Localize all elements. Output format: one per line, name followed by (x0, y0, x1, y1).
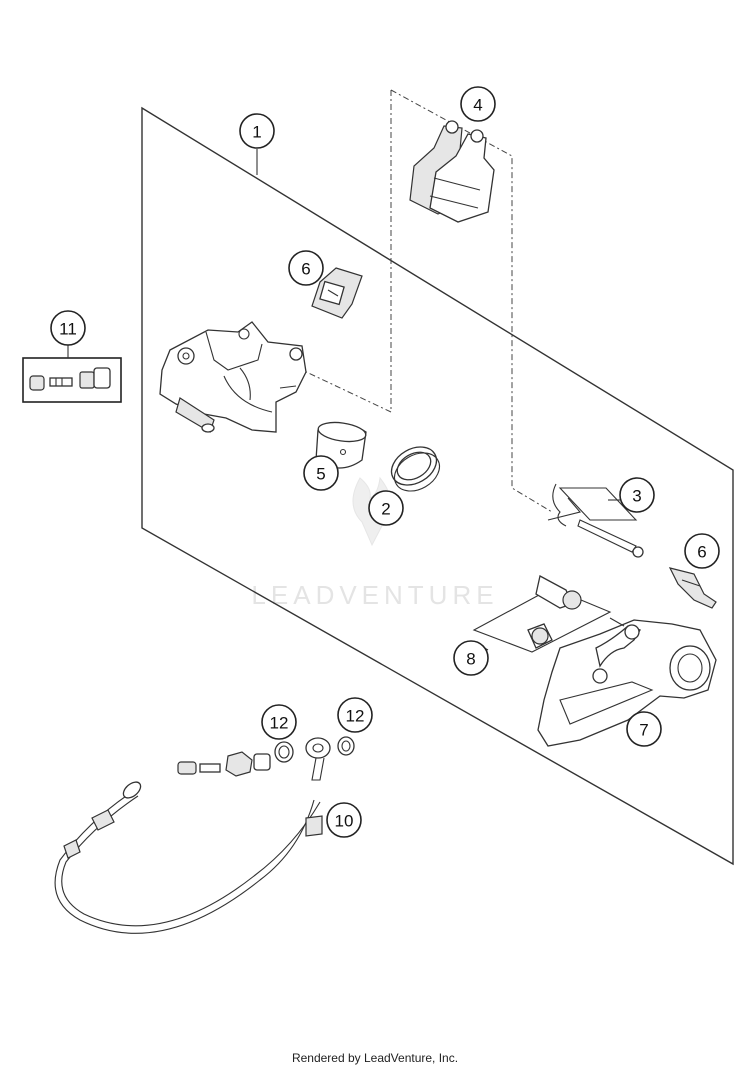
brake-caliper (159, 321, 307, 433)
guide-pins (472, 575, 612, 653)
svg-text:12: 12 (270, 714, 289, 733)
svg-text:1: 1 (252, 123, 261, 142)
svg-text:5: 5 (316, 465, 325, 484)
callout-11: 11 (50, 310, 86, 346)
callout-4: 4 (460, 86, 496, 122)
watermark-text: LEADVENTURE (251, 580, 498, 610)
pad-spring-clip-right (668, 567, 717, 609)
callout-6-upper: 6 (288, 250, 324, 286)
callout-1: 1 (239, 113, 275, 149)
callout-12-right: 12 (337, 697, 373, 733)
assembly-line-pads (299, 90, 392, 413)
brake-pads (409, 120, 495, 223)
svg-text:6: 6 (301, 260, 310, 279)
callout-5: 5 (303, 455, 339, 491)
assembly-line-pin (390, 89, 553, 513)
svg-text:2: 2 (381, 500, 390, 519)
svg-text:8: 8 (466, 650, 475, 669)
svg-text:4: 4 (473, 96, 482, 115)
caliper-bracket (537, 617, 717, 747)
callout-2: 2 (368, 490, 404, 526)
svg-text:6: 6 (697, 543, 706, 562)
svg-text:10: 10 (335, 812, 354, 831)
callout-6-right: 6 (684, 533, 720, 569)
callout-12-left: 12 (261, 704, 297, 740)
pad-spring-clip-upper (311, 267, 363, 319)
callout-3: 3 (619, 477, 655, 513)
svg-text:11: 11 (59, 320, 77, 339)
bleeder-kit (22, 344, 122, 403)
banjo-bolt-set (177, 736, 355, 777)
svg-text:12: 12 (346, 707, 365, 726)
footer-credit: Rendered by LeadVenture, Inc. (291, 1051, 459, 1065)
callout-10: 10 (326, 802, 362, 838)
svg-text:3: 3 (632, 487, 641, 506)
brake-hose (54, 737, 331, 934)
piston-seal (390, 446, 441, 492)
callout-8: 8 (453, 640, 489, 676)
caliper-assembly-plane (141, 106, 734, 866)
svg-text:7: 7 (639, 721, 648, 740)
callout-7: 7 (626, 711, 662, 747)
